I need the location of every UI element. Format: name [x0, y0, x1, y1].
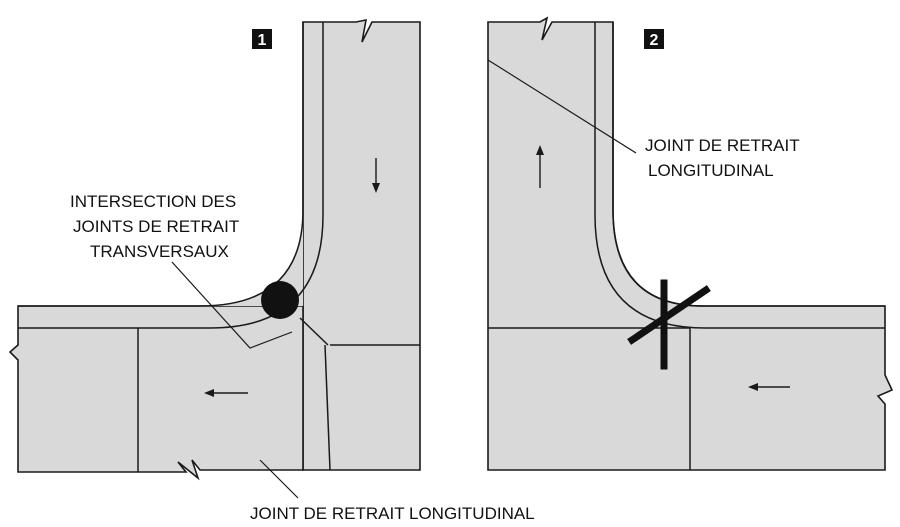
panel-1-intersection-label-line3: TRANSVERSAUX: [90, 242, 229, 261]
panel-1-leader-intersection: [171, 261, 293, 349]
panel-1-vertical-road: [302, 18, 421, 471]
panel-1-badge-label: 1: [258, 32, 267, 49]
panel-2-arrow-left: [748, 383, 790, 391]
panel-2-badge: [644, 29, 664, 49]
panel-1-leader-longitudinal: [259, 459, 299, 499]
panel-2-arrow-up: [536, 145, 544, 188]
panel-2: 2 JOINT DE RETRAIT LONGITUDINAL: [487, 16, 894, 471]
panel-2-cross-mark-a: [627, 285, 711, 345]
panel-2-longitudinal-label-line2: LONGITUDINAL: [648, 161, 774, 180]
panel-1-arrow-down: [372, 158, 380, 193]
panel-1: 1 INTERSECTION DES JOINTS DE RETRAIT TRA…: [8, 18, 535, 523]
panel-1-arrow-left: [204, 389, 248, 397]
panel-1-intersection-label-line2: JOINTS DE RETRAIT: [73, 217, 239, 236]
panel-2-badge-label: 2: [650, 32, 659, 49]
panel-1-horizontal-road: [8, 305, 304, 481]
panel-1-corner-fillet: [200, 22, 303, 306]
panel-1-intersection-label-line1: INTERSECTION DES: [70, 192, 236, 211]
panel-2-leader-longitudinal: [487, 59, 637, 154]
panel-1-badge: [252, 29, 272, 49]
panel-1-outer-curb: [18, 22, 304, 307]
panel-1-transverse-joint-lower: [324, 344, 331, 471]
panel-1-intersection-dot: [261, 281, 299, 319]
panel-1-diagonal-joint: [299, 317, 329, 346]
panel-2-longitudinal-label-line1: JOINT DE RETRAIT: [645, 136, 800, 155]
panel-1-longitudinal-label: JOINT DE RETRAIT LONGITUDINAL: [250, 504, 535, 523]
panel-2-inner-curb: [594, 22, 885, 329]
panel-2-outer-curb: [612, 22, 885, 307]
